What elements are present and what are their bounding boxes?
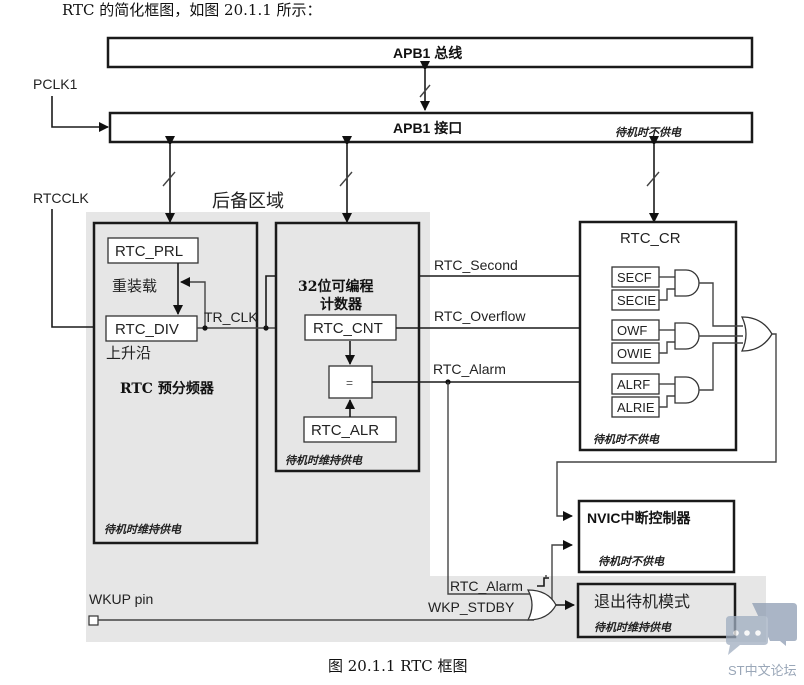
counter-title-2: 计数器 bbox=[320, 296, 363, 313]
prescaler-block: RTC_PRL 重装载 RTC_DIV 上升沿 RTC 预分频器 待机时维持供电 bbox=[92, 221, 259, 545]
wake-to-nvic-wire bbox=[551, 540, 573, 605]
svg-text:RTC_CNT: RTC_CNT bbox=[313, 320, 383, 337]
svg-text:SECF: SECF bbox=[617, 270, 652, 285]
rtc-cr-title: RTC_CR bbox=[620, 230, 681, 247]
backup-domain-label: 后备区域 bbox=[212, 191, 284, 212]
apb1-interface-note: 待机时不供电 bbox=[615, 126, 682, 139]
svg-text:OWIE: OWIE bbox=[617, 346, 652, 361]
bus-link-prescaler bbox=[162, 136, 176, 223]
and-to-or-wires bbox=[699, 282, 743, 391]
and-gate-alarm bbox=[659, 376, 700, 408]
prescaler-note: 待机时维持供电 bbox=[104, 523, 182, 536]
intro-text: RTC 的简化框图，如图 20.1.1 所示： bbox=[62, 1, 322, 19]
wkup-pin-terminal bbox=[88, 615, 99, 626]
wkp-stdby-label: WKP_STDBY bbox=[428, 599, 515, 615]
rtc-alarm-label: RTC_Alarm bbox=[433, 361, 506, 377]
rtc-second-wire bbox=[265, 271, 611, 328]
bus-link-counter bbox=[339, 136, 353, 223]
or-gate-interrupt bbox=[556, 316, 777, 521]
rtc-div-register bbox=[105, 315, 198, 342]
rtc-cr-note: 待机时不供电 bbox=[593, 433, 660, 446]
apb1-interface: APB1 接口 待机时不供电 bbox=[108, 111, 754, 144]
pclk1-wire bbox=[51, 96, 109, 132]
nvic-note: 待机时不供电 bbox=[598, 555, 665, 568]
alarm-down-wire bbox=[447, 382, 531, 595]
reload-feedback-wire bbox=[180, 277, 206, 328]
reload-label: 重装载 bbox=[112, 277, 157, 295]
svg-text:RTC_ALR: RTC_ALR bbox=[311, 422, 379, 439]
figure-caption: 图 20.1.1 RTC 框图 bbox=[328, 657, 468, 675]
rtc-second-label: RTC_Second bbox=[434, 257, 518, 273]
prescaler-title: RTC 预分频器 bbox=[120, 380, 215, 397]
and-gate-overflow bbox=[659, 322, 700, 354]
apb1-bus: APB1 总线 bbox=[106, 36, 754, 69]
and-gate-second bbox=[659, 269, 700, 301]
svg-text:RTC_PRL: RTC_PRL bbox=[115, 243, 183, 260]
rtc-alr-register bbox=[303, 416, 397, 443]
nvic-title: NVIC中断控制器 bbox=[587, 510, 691, 526]
watermark-text: ST中文论坛 bbox=[728, 663, 797, 678]
svg-text:RTC_DIV: RTC_DIV bbox=[115, 321, 179, 338]
rising-edge-label: 上升沿 bbox=[106, 344, 151, 362]
tr-clk-label: TR_CLK bbox=[204, 309, 258, 325]
svg-text:SECIE: SECIE bbox=[617, 293, 656, 308]
comparator bbox=[328, 365, 373, 399]
wkup-pin-label: WKUP pin bbox=[89, 591, 153, 607]
standby-exit-block: 退出待机模式 待机时维持供电 bbox=[576, 582, 737, 639]
or-gate-wake bbox=[526, 589, 557, 621]
bus-link-rtc-cr bbox=[646, 136, 660, 223]
rtc-cnt-register bbox=[304, 314, 397, 341]
pclk1-label: PCLK1 bbox=[33, 76, 78, 92]
rtc-alarm-label-2: RTC_Alarm bbox=[450, 578, 523, 594]
rtcclk-wire bbox=[51, 209, 106, 332]
svg-text:OWF: OWF bbox=[617, 323, 647, 338]
nvic-block: NVIC中断控制器 待机时不供电 bbox=[577, 499, 736, 574]
rtcclk-label: RTCCLK bbox=[33, 190, 89, 206]
svg-text:=: = bbox=[346, 376, 353, 390]
rtc-prl-register bbox=[107, 237, 199, 264]
svg-text:ALRF: ALRF bbox=[617, 377, 650, 392]
apb1-interface-label: APB1 接口 bbox=[393, 120, 462, 136]
counter-note: 待机时维持供电 bbox=[285, 454, 363, 467]
watermark-logo bbox=[726, 603, 797, 655]
standby-exit-note: 待机时维持供电 bbox=[594, 621, 672, 634]
standby-exit-title: 退出待机模式 bbox=[594, 592, 690, 611]
rtc-overflow-label: RTC_Overflow bbox=[434, 308, 526, 324]
tr-clk-junction bbox=[202, 325, 208, 331]
apb1-bus-label: APB1 总线 bbox=[393, 45, 462, 61]
counter-block: 32位可编程 计数器 RTC_CNT = RTC_ALR 待机时维持供电 bbox=[274, 221, 421, 473]
counter-title-1: 32位可编程 bbox=[298, 278, 373, 295]
svg-text:ALRIE: ALRIE bbox=[617, 400, 655, 415]
bus-connector bbox=[419, 61, 431, 111]
